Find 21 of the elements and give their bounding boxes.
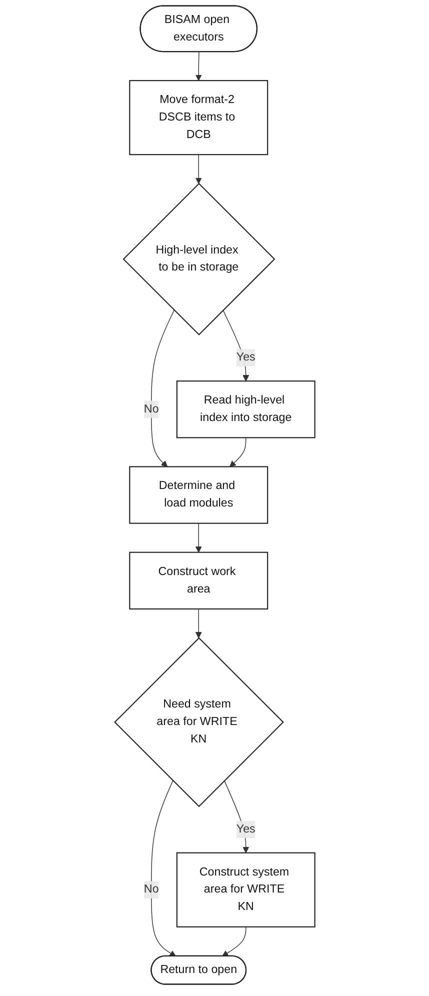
edge-label: No — [144, 402, 158, 416]
node-box: Construct work area — [128, 552, 268, 610]
arrow — [224, 780, 249, 854]
node-diamond: Need system area for WRITE KN — [114, 637, 284, 808]
edge-label: No — [144, 883, 158, 896]
edge-label: Yes — [236, 823, 256, 836]
arrow — [195, 52, 202, 81]
arrow — [150, 780, 176, 957]
node-box: Read high-level index into storage — [176, 380, 316, 438]
node-box: Construct system area for WRITE KN — [176, 852, 316, 928]
arrow — [222, 310, 249, 382]
node-diamond: High-level index to be in storage — [122, 182, 275, 336]
edge-label: Yes — [236, 351, 256, 364]
arrow — [229, 437, 246, 467]
node-box: Determine and load modules — [128, 466, 268, 524]
node-box: Move format-2 DSCB items to DCB — [128, 80, 268, 156]
arrow — [150, 310, 174, 467]
arrow — [222, 926, 246, 957]
arrow — [195, 154, 202, 184]
arrow — [195, 608, 202, 638]
arrow — [195, 522, 202, 553]
